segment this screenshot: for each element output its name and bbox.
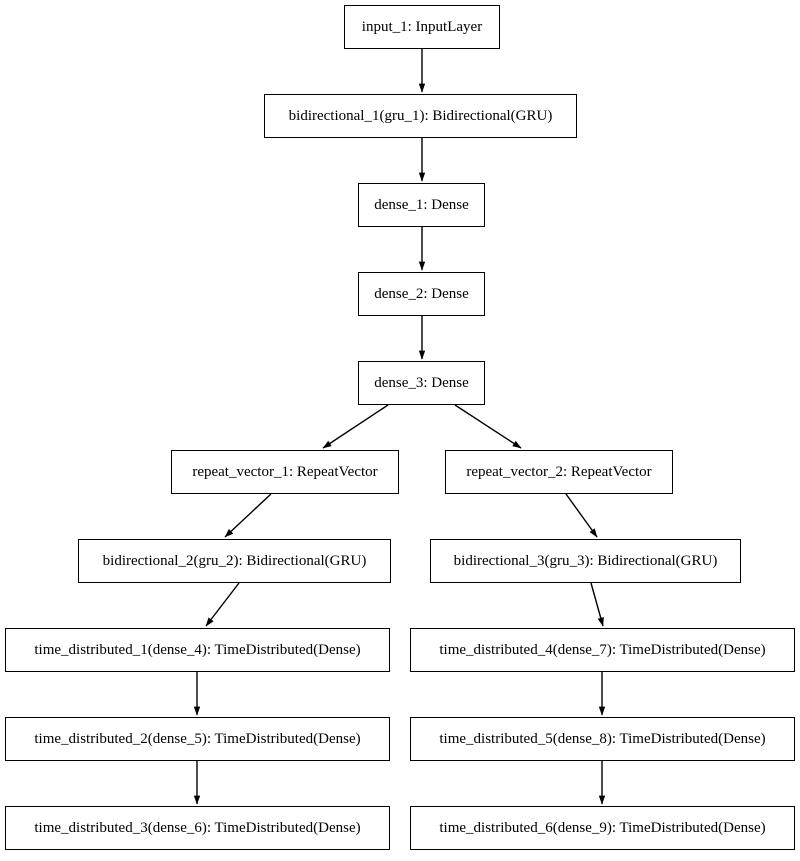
graph-node-label: time_distributed_3(dense_6): TimeDistrib…: [34, 819, 361, 836]
graph-node-label: dense_2: Dense: [374, 285, 469, 302]
graph-node-label: time_distributed_2(dense_5): TimeDistrib…: [34, 730, 361, 747]
graph-node-bidirectional_2[interactable]: bidirectional_2(gru_2): Bidirectional(GR…: [78, 539, 391, 583]
graph-edge: [224, 493, 272, 538]
graph-node-label: dense_3: Dense: [374, 374, 469, 391]
graph-edge: [565, 493, 598, 538]
graph-node-dense_3[interactable]: dense_3: Dense: [358, 361, 485, 405]
graph-node-label: bidirectional_2(gru_2): Bidirectional(GR…: [102, 552, 367, 569]
graph-node-dense_2[interactable]: dense_2: Dense: [358, 272, 485, 316]
graph-node-time_distributed_1[interactable]: time_distributed_1(dense_4): TimeDistrib…: [5, 628, 390, 672]
graph-node-label: repeat_vector_1: RepeatVector: [192, 463, 378, 480]
graph-node-label: time_distributed_4(dense_7): TimeDistrib…: [439, 641, 766, 658]
graph-node-time_distributed_2[interactable]: time_distributed_2(dense_5): TimeDistrib…: [5, 717, 390, 761]
graph-node-bidirectional_1[interactable]: bidirectional_1(gru_1): Bidirectional(GR…: [264, 94, 577, 138]
graph-node-label: dense_1: Dense: [374, 196, 469, 213]
graph-node-repeat_vector_2[interactable]: repeat_vector_2: RepeatVector: [445, 450, 673, 494]
graph-edge: [454, 404, 522, 449]
graph-node-dense_1[interactable]: dense_1: Dense: [358, 183, 485, 227]
graph-node-label: time_distributed_5(dense_8): TimeDistrib…: [439, 730, 766, 747]
graph-node-time_distributed_5[interactable]: time_distributed_5(dense_8): TimeDistrib…: [410, 717, 795, 761]
graph-node-time_distributed_6[interactable]: time_distributed_6(dense_9): TimeDistrib…: [410, 806, 795, 850]
graph-edge: [205, 582, 240, 627]
graph-node-label: input_1: InputLayer: [361, 18, 483, 35]
graph-node-input_1[interactable]: input_1: InputLayer: [344, 5, 500, 49]
graph-node-label: time_distributed_1(dense_4): TimeDistrib…: [34, 641, 361, 658]
graph-node-time_distributed_4[interactable]: time_distributed_4(dense_7): TimeDistrib…: [410, 628, 795, 672]
graph-edge: [590, 582, 604, 627]
graph-node-label: bidirectional_3(gru_3): Bidirectional(GR…: [453, 552, 718, 569]
graph-node-bidirectional_3[interactable]: bidirectional_3(gru_3): Bidirectional(GR…: [430, 539, 741, 583]
graph-node-label: repeat_vector_2: RepeatVector: [466, 463, 652, 480]
graph-edges: [193, 49, 606, 805]
graph-edge: [322, 404, 389, 449]
graph-node-label: time_distributed_6(dense_9): TimeDistrib…: [439, 819, 766, 836]
graph-node-repeat_vector_1[interactable]: repeat_vector_1: RepeatVector: [171, 450, 399, 494]
graph-node-label: bidirectional_1(gru_1): Bidirectional(GR…: [288, 107, 553, 124]
graph-node-time_distributed_3[interactable]: time_distributed_3(dense_6): TimeDistrib…: [5, 806, 390, 850]
